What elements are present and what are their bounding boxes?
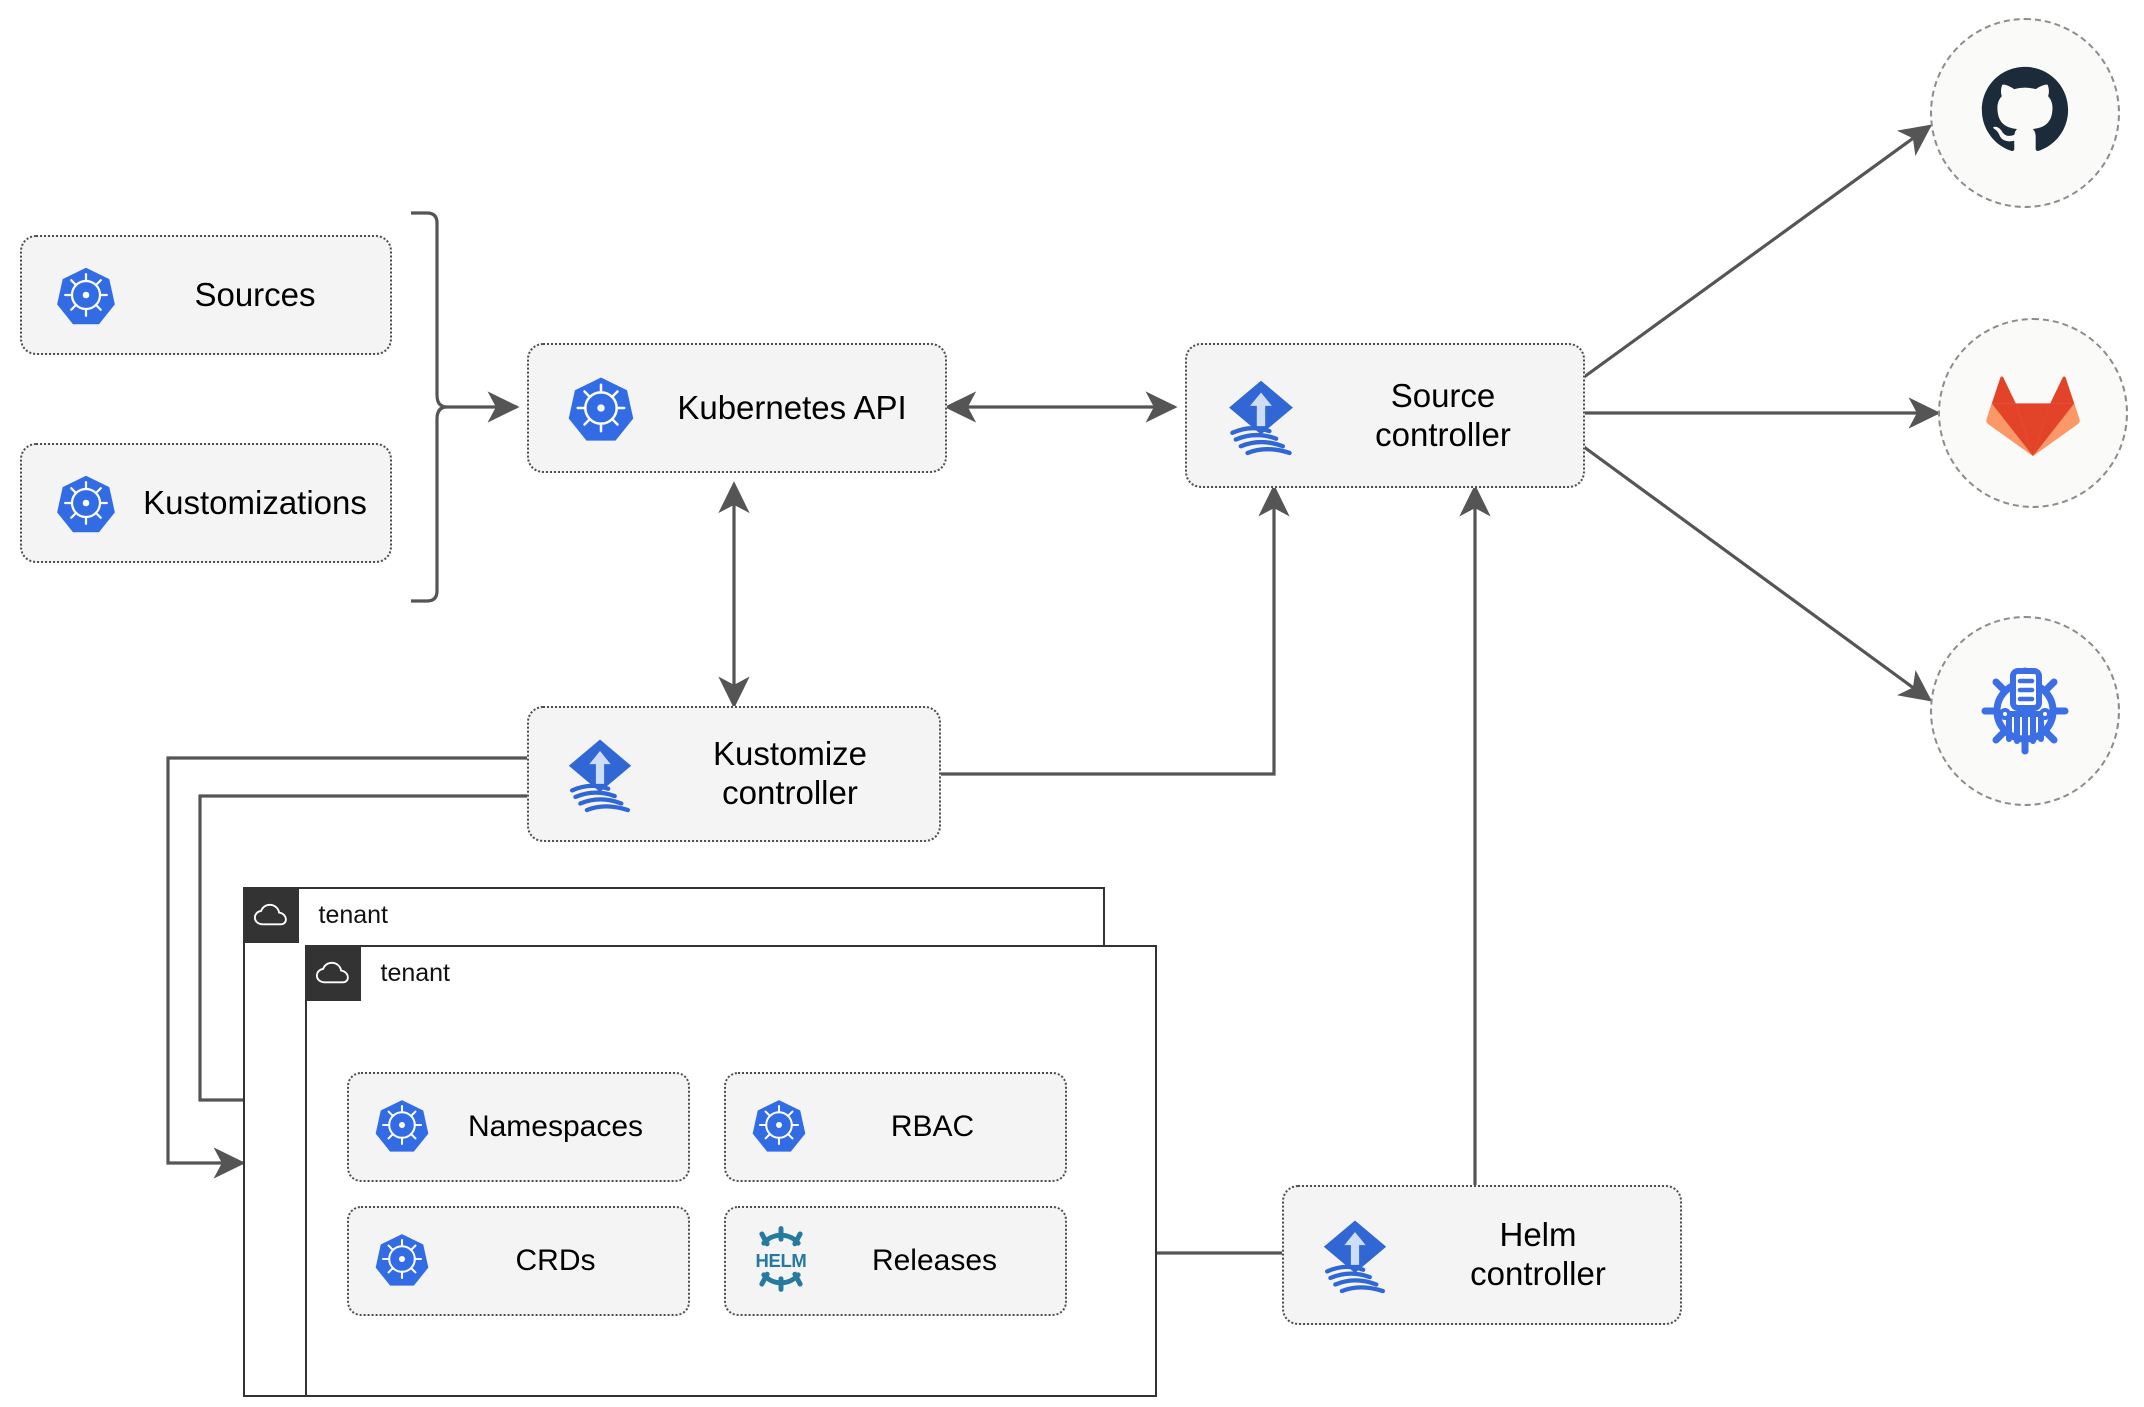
resource-namespaces-label: Namespaces	[467, 1110, 644, 1143]
card-sources-label: Sources	[194, 275, 316, 313]
card-kustomize-controller-label: Kustomize controller	[712, 735, 868, 811]
kubernetes-icon	[52, 469, 120, 537]
resource-crds[interactable]: CRDs	[347, 1206, 690, 1316]
kubernetes-icon	[563, 370, 639, 446]
kubernetes-icon	[52, 261, 120, 329]
edge-source-controller-helm-repository	[1583, 445, 1933, 702]
resource-releases-label: Releases	[871, 1244, 998, 1277]
kubernetes-icon	[748, 1094, 810, 1161]
tenant-2-resources: Namespaces	[347, 1072, 1067, 1316]
helm-icon: HELM	[748, 1225, 814, 1297]
card-source-controller-label: Source controller	[1375, 376, 1511, 453]
resource-rbac-label: RBAC	[890, 1110, 975, 1143]
gitlab-icon	[1985, 365, 2081, 462]
card-kustomize-controller[interactable]: Kustomize controller	[527, 706, 941, 842]
flux-icon	[559, 733, 641, 815]
endpoint-helm-repository[interactable]	[1930, 616, 2120, 806]
tenant-2-label: tenant	[380, 958, 451, 987]
svg-text:HELM: HELM	[755, 1249, 806, 1270]
tenant-1-label: tenant	[318, 900, 389, 929]
cloud-icon	[242, 886, 299, 943]
tenant-2-header: tenant	[304, 944, 451, 1001]
tenant-container-2[interactable]: tenant	[304, 944, 1157, 1397]
github-icon	[1979, 65, 2071, 162]
edge-source-controller-github	[1583, 124, 1933, 379]
resource-crds-label: CRDs	[515, 1244, 596, 1277]
flux-icon	[1219, 374, 1303, 458]
kubernetes-icon	[371, 1228, 433, 1295]
edge-group-brace	[411, 211, 448, 603]
helm-repository-icon	[1975, 659, 2075, 764]
card-source-controller[interactable]: Source controller	[1185, 343, 1585, 488]
resource-releases[interactable]: HELM Releases	[724, 1206, 1067, 1316]
resource-namespaces[interactable]: Namespaces	[347, 1072, 690, 1182]
cloud-icon	[304, 944, 361, 1001]
card-sources[interactable]: Sources	[20, 235, 392, 355]
resource-rbac[interactable]: RBAC	[724, 1072, 1067, 1182]
card-helm-controller[interactable]: Helm controller	[1282, 1185, 1682, 1325]
edge-kustomize-controller-source-controller	[941, 484, 1290, 776]
card-helm-controller-label: Helm controller	[1470, 1216, 1606, 1292]
endpoint-github[interactable]	[1930, 18, 2120, 208]
tenant-1-header: tenant	[242, 886, 389, 943]
card-kustomizations-label: Kustomizations	[143, 483, 367, 521]
card-kustomizations[interactable]: Kustomizations	[20, 443, 392, 563]
card-kubernetes-api[interactable]: Kubernetes API	[527, 343, 947, 473]
kubernetes-icon	[371, 1094, 433, 1161]
card-kubernetes-api-label: Kubernetes API	[677, 388, 907, 426]
endpoint-gitlab[interactable]	[1938, 318, 2128, 508]
flux-icon	[1314, 1214, 1396, 1296]
